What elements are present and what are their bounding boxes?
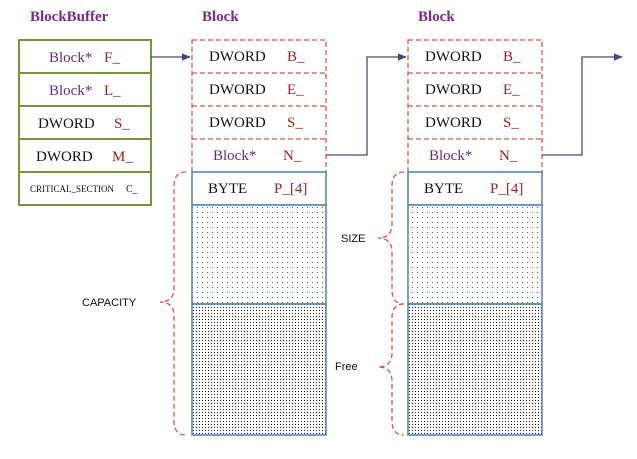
block-2-payload: BYTE P_[4] <box>407 171 543 436</box>
block-field-begin: DWORD B_ <box>425 49 521 65</box>
payload-name: P_[4] <box>274 181 307 197</box>
field-type: DWORD <box>425 49 482 65</box>
free-region <box>407 303 543 436</box>
block-field-next: Block* N_ <box>213 148 302 164</box>
payload-type: BYTE <box>424 181 463 197</box>
buffer-field-max: DWORD M_ <box>36 149 133 165</box>
field-type: Block* <box>429 148 472 164</box>
field-type: DWORD <box>209 115 266 131</box>
used-region <box>191 204 327 305</box>
block-field-size: DWORD S_ <box>425 115 519 131</box>
field-name: M_ <box>112 149 133 165</box>
field-type: DWORD <box>425 82 482 98</box>
block-1: DWORD B_ DWORD E_ DWORD S_ Block* N_ BYT… <box>191 39 327 436</box>
field-type: Block* <box>213 148 256 164</box>
free-region <box>191 303 327 436</box>
used-region <box>407 204 543 305</box>
block-field-begin: DWORD B_ <box>209 49 305 65</box>
block-field-end: DWORD E_ <box>209 82 304 98</box>
block-1-heading: Block <box>202 9 239 25</box>
field-type: Block* <box>49 83 92 99</box>
field-name: N_ <box>499 148 518 164</box>
field-name: N_ <box>283 148 302 164</box>
capacity-brace <box>159 171 187 436</box>
field-name: L_ <box>104 83 121 99</box>
field-name: S_ <box>503 115 519 131</box>
field-name: S_ <box>287 115 303 131</box>
capacity-label: CAPACITY <box>82 297 137 309</box>
field-type: Block* <box>49 50 92 66</box>
field-type: DWORD <box>36 149 93 165</box>
field-name: B_ <box>287 49 305 65</box>
field-type: DWORD <box>425 115 482 131</box>
buffer-field-last: Block* L_ <box>49 83 121 99</box>
buffer-field-critical-section: CRITICAL_SECTION C_ <box>30 184 139 195</box>
field-type: DWORD <box>209 49 266 65</box>
block-buffer-heading: BlockBuffer <box>30 9 109 25</box>
size-brace <box>377 171 405 305</box>
field-type: DWORD <box>38 116 95 132</box>
free-brace <box>377 303 405 436</box>
block-buffer-struct: Block* F_ Block* L_ DWORD S_ DWORD M_ CR… <box>18 39 152 206</box>
buffer-field-first: Block* F_ <box>49 50 120 66</box>
block-1-payload: BYTE P_[4] <box>191 171 327 436</box>
buffer-field-size: DWORD S_ <box>38 116 130 132</box>
block-field-size: DWORD S_ <box>209 115 303 131</box>
field-name: E_ <box>503 82 520 98</box>
field-type: DWORD <box>209 82 266 98</box>
next-block-pointer-arrow <box>326 53 407 156</box>
field-name: B_ <box>503 49 521 65</box>
payload-type: BYTE <box>208 181 247 197</box>
field-name: E_ <box>287 82 304 98</box>
field-name: S_ <box>114 116 130 132</box>
block-field-next: Block* N_ <box>429 148 518 164</box>
size-label: SIZE <box>341 233 365 245</box>
field-name: F_ <box>104 50 120 66</box>
block-2-heading: Block <box>418 9 455 25</box>
block-field-end: DWORD E_ <box>425 82 520 98</box>
payload-name: P_[4] <box>490 181 523 197</box>
field-type: CRITICAL_SECTION <box>30 184 114 194</box>
field-name: C_ <box>126 184 139 195</box>
block-2: DWORD B_ DWORD E_ DWORD S_ Block* N_ BYT… <box>407 39 543 436</box>
free-label: Free <box>335 361 358 373</box>
next-block-pointer-arrow-2 <box>542 53 623 156</box>
